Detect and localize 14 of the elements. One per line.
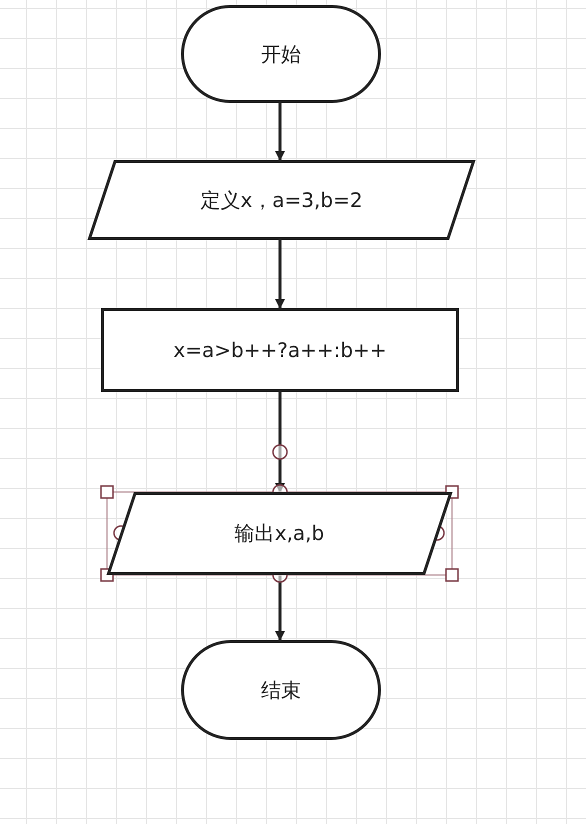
node-label: 结束	[261, 676, 301, 704]
arrow	[275, 575, 285, 641]
start-terminal	[181, 5, 381, 103]
arrow	[275, 240, 285, 309]
input-parallelogram	[88, 160, 475, 240]
node-label: 输出x,a,b	[234, 520, 324, 547]
node-label: 定义x，a=3,b=2	[200, 186, 363, 214]
output-parallelogram	[107, 492, 452, 575]
arrow	[275, 103, 285, 161]
node-label: 开始	[261, 40, 301, 68]
arrow	[275, 392, 285, 493]
node-label: x=a>b++?a++:b++	[173, 338, 387, 362]
end-terminal	[181, 640, 381, 740]
process-box	[101, 308, 459, 392]
